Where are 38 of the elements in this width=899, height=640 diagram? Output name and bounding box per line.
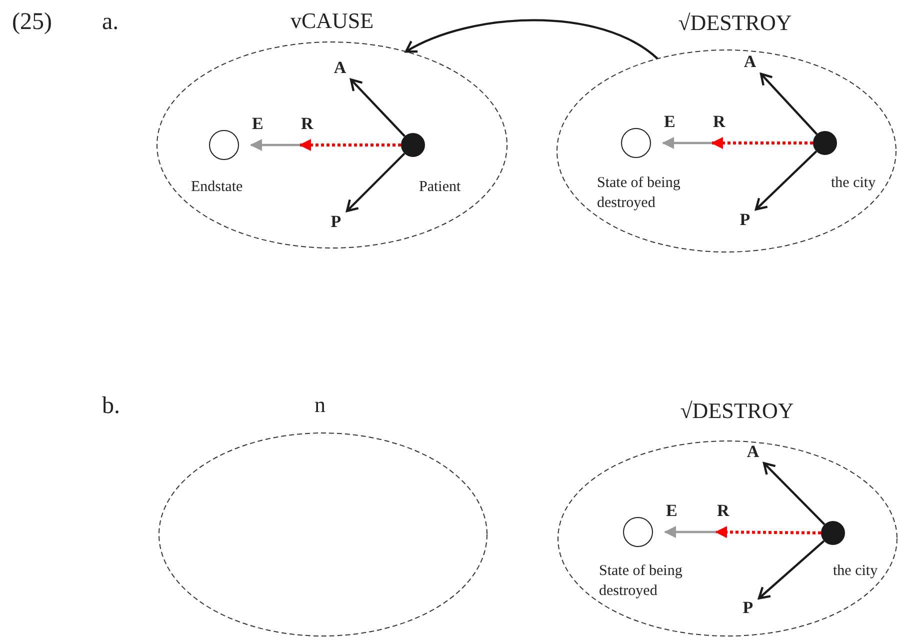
short-arrow [664, 526, 716, 538]
curved-arrow [404, 19, 658, 60]
role-label: A [332, 59, 348, 77]
arrow [760, 72, 818, 135]
arrow [758, 540, 825, 600]
circle-caption: Endstate [191, 178, 244, 197]
edge-label: R [301, 115, 314, 133]
dotted-arrow [711, 137, 813, 149]
circle-caption: the city [831, 174, 877, 193]
edge-label: E [666, 502, 678, 520]
edge-label: R [717, 502, 730, 520]
circle-caption: Patient [419, 178, 462, 197]
role-label: A [742, 53, 758, 71]
role-label: A [745, 443, 761, 461]
circle-caption: State of being destroyed [597, 174, 682, 213]
role-label: P [737, 211, 753, 229]
circle-caption: State of being destroyed [599, 562, 684, 601]
item-letter: a. [102, 8, 119, 36]
edge-label: R [713, 113, 726, 131]
edge-label: E [252, 115, 264, 133]
role-label: P [328, 213, 344, 231]
ellipse-heading: √DESTROY [680, 398, 794, 424]
example-number: (25) [12, 8, 52, 36]
ellipse-heading: vCAUSE [290, 8, 374, 34]
arrow [762, 462, 826, 526]
ellipse-heading: n [314, 392, 326, 418]
arrow [350, 78, 406, 138]
role-label: P [740, 599, 756, 617]
item-letter: b. [102, 392, 120, 420]
short-arrow [662, 137, 712, 149]
arrow [346, 152, 406, 212]
short-arrow [250, 139, 300, 151]
dotted-arrow [715, 526, 822, 538]
ellipse-heading: √DESTROY [678, 10, 792, 36]
arrow [754, 150, 818, 211]
circle-caption: the city [833, 562, 879, 581]
edge-label: E [664, 113, 676, 131]
dotted-arrow [299, 139, 401, 151]
